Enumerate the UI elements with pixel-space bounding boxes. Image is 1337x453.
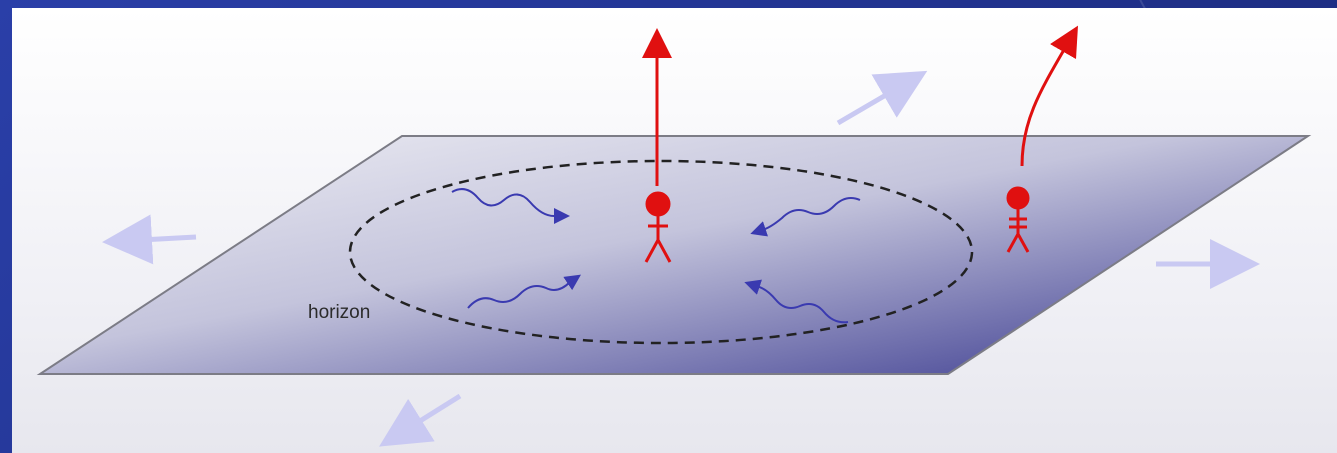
horizon-diagram: horizon — [36, 25, 1312, 447]
horizon-label: horizon — [308, 302, 370, 323]
signal-wave-lower-left — [467, 274, 581, 309]
expansion-arrow-lower-left — [379, 393, 462, 447]
expansion-arrow-left — [102, 214, 197, 265]
diagram-panel: horizon — [12, 8, 1337, 453]
signal-wave-lower-right — [744, 279, 849, 324]
signal-wave-upper-right — [750, 197, 861, 237]
escape-arrow-curved — [1020, 25, 1078, 167]
spatial-plane — [36, 135, 1312, 375]
observer-inside-horizon — [644, 191, 672, 263]
observer-outside-horizon — [1006, 186, 1030, 253]
expansion-arrow-upper-right — [836, 70, 928, 126]
signal-wave-upper-left — [451, 188, 570, 224]
horizon-ellipse — [348, 159, 974, 345]
